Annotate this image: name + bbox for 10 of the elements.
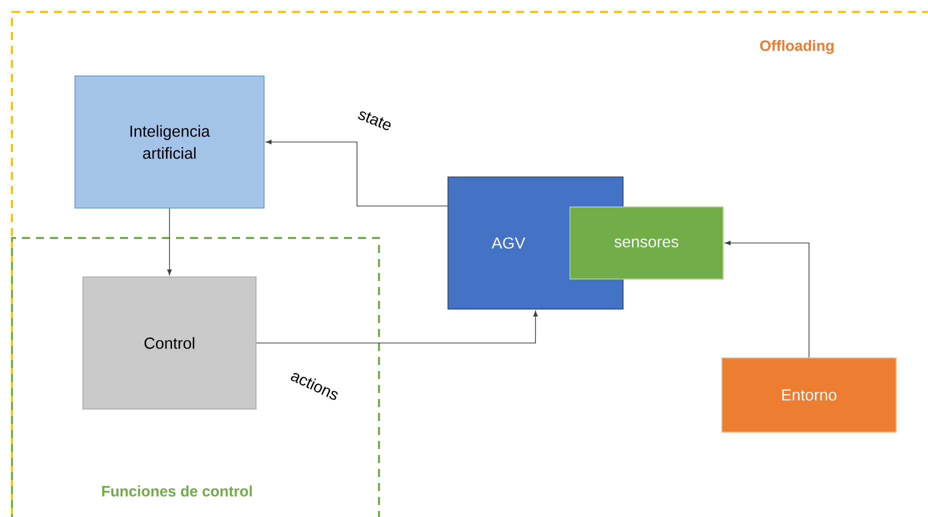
- arrow: [256, 310, 538, 344]
- process-box: Control: [82, 276, 256, 410]
- process-box: Inteligencia artificial: [74, 76, 264, 208]
- arrow: [167, 208, 172, 276]
- arrow: [266, 140, 448, 206]
- process-box: sensores: [570, 206, 724, 280]
- process-box: Entorno: [722, 358, 896, 432]
- edge-label: actions: [290, 373, 338, 400]
- arrow: [724, 240, 810, 358]
- edge-label: state: [358, 111, 391, 130]
